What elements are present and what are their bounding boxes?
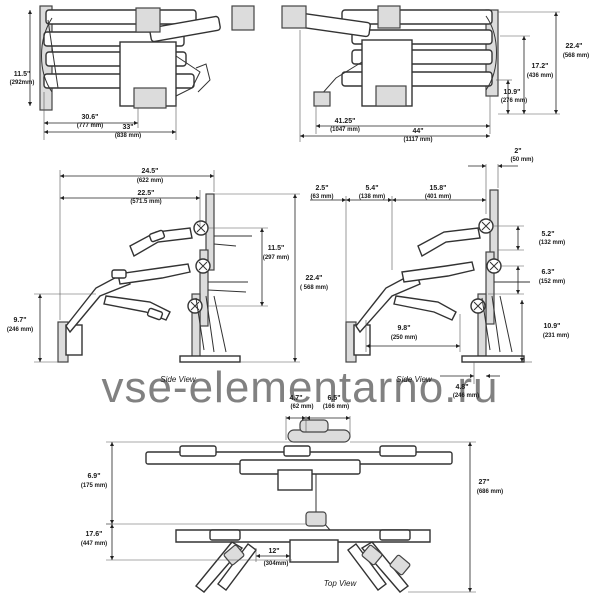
dim-d26: 27" (686 mm) [350, 441, 503, 593]
side-view-left-drawing [57, 193, 252, 363]
dim-d17-in: 15.8" [430, 185, 447, 192]
dim-d23-in: 4.7" [289, 395, 302, 402]
dim-d11: 11.5" (297 mm) [208, 227, 289, 307]
dim-d1: 11.5" (292mm) [10, 10, 35, 106]
dim-d8-in: 44" [412, 128, 423, 135]
dim-d7: 41.25" (1047 mm) [315, 96, 491, 134]
dim-d19-in: 6.3" [541, 269, 554, 276]
top-view-drawing [145, 419, 453, 593]
dim-d25-in: 6.9" [87, 473, 100, 480]
dim-d15-in: 2.5" [315, 185, 328, 192]
dim-d14: 2" (50 mm) [468, 148, 534, 214]
top-left-arm-view [39, 5, 255, 111]
dim-d25: 6.9" (175 mm) [81, 441, 306, 525]
top-right-arm-view [281, 5, 499, 107]
dim-d22-mm: (246 mm) [453, 393, 479, 399]
dim-d13: 9.7" (246 mm) [7, 293, 96, 363]
dim-d17: 15.8" (401 mm) [392, 185, 486, 202]
dim-d10-mm: (571.5 mm) [130, 199, 161, 205]
dim-d15: 2.5" (63 mm) [310, 185, 347, 324]
dim-d15-mm: (63 mm) [310, 194, 333, 200]
caption-top-view: Top View [324, 579, 358, 588]
dim-d13-in: 9.7" [13, 317, 26, 324]
dim-d20-in: 10.9" [544, 323, 561, 330]
dim-d26-in: 27" [478, 479, 489, 486]
dim-d14-mm: (50 mm) [510, 157, 533, 163]
dim-d21: 9.8" (250 mm) [365, 314, 461, 352]
dim-d19-mm: (152 mm) [539, 279, 565, 285]
dim-d27: 17.6" (447 mm) [81, 523, 292, 561]
dim-d27-mm: (447 mm) [81, 541, 107, 547]
dim-d8-mm: (1117 mm) [403, 137, 432, 143]
dim-d3-mm: (838 mm) [115, 133, 141, 139]
dim-d18-in: 5.2" [541, 231, 554, 238]
dim-d12-mm: ( 568 mm) [300, 285, 328, 291]
dim-d28: 12" (304mm) [255, 548, 290, 567]
dim-d5-mm: (436 mm) [527, 73, 553, 79]
dim-d6-in: 10.9" [504, 89, 521, 96]
dim-d28-in: 12" [268, 548, 279, 555]
dim-d21-in: 9.8" [397, 325, 410, 332]
dim-d26-mm: (686 mm) [477, 489, 503, 495]
dim-d11-mm: (297 mm) [263, 255, 289, 261]
dim-d4-mm: (568 mm) [563, 53, 589, 59]
dim-d7-mm: (1047 mm) [330, 127, 360, 133]
dim-d12-in: 22.4" [306, 275, 323, 282]
dim-d7-in: 41.25" [335, 118, 356, 125]
dim-d5: 17.2" (436 mm) [500, 35, 553, 114]
dim-d27-in: 17.6" [86, 531, 103, 538]
dim-d12: 22.4" ( 568 mm) [214, 193, 328, 363]
dim-d5-in: 17.2" [532, 63, 549, 70]
dim-d22: 4.8" (246 mm) [440, 362, 500, 399]
dim-d17-mm: (401 mm) [425, 194, 451, 200]
dim-d18-mm: (132 mm) [539, 240, 565, 246]
dim-d2-mm: (777 mm) [77, 123, 103, 129]
dim-d24-mm: (166 mm) [323, 404, 349, 410]
dim-d9-mm: (622 mm) [137, 178, 163, 184]
dim-d16-mm: (138 mm) [359, 194, 385, 200]
dim-d22-in: 4.8" [455, 384, 468, 391]
dim-d11-in: 11.5" [268, 245, 285, 252]
dim-d25-mm: (175 mm) [81, 483, 107, 489]
watermark: vse-elementarno.ru [101, 363, 498, 412]
dim-d3-in: 33" [122, 124, 133, 131]
dim-d3: 33" (838 mm) [44, 100, 177, 140]
dim-d28-mm: (304mm) [264, 561, 289, 567]
dim-d9: 24.5" (622 mm) [59, 168, 215, 320]
dim-d9-in: 24.5" [142, 168, 159, 175]
dim-d19: 6.3" (152 mm) [488, 265, 565, 295]
dim-d20-mm: (231 mm) [543, 333, 569, 339]
dim-d23-mm: (62 mm) [290, 404, 313, 410]
caption-side-view-left: Side View [160, 375, 197, 384]
side-view-right-drawing [345, 189, 530, 363]
dim-d18: 5.2" (132 mm) [494, 225, 565, 251]
dim-d24-in: 6.5" [327, 395, 340, 402]
dim-d4-in: 22.4" [566, 43, 583, 50]
dim-d13-mm: (246 mm) [7, 327, 33, 333]
dim-d2-in: 30.6" [82, 114, 99, 121]
caption-side-view-right: Side View [396, 375, 433, 384]
dim-d21-mm: (250 mm) [391, 335, 417, 341]
dim-d10-in: 22.5" [138, 190, 155, 197]
dim-d1-in: 11.5" [14, 71, 31, 78]
dim-d16-in: 5.4" [365, 185, 378, 192]
dim-d20: 10.9" (231 mm) [520, 300, 569, 363]
dim-d14-in: 2" [514, 148, 521, 155]
dim-d16: 5.4" (138 mm) [346, 185, 393, 270]
dim-d1-mm: (292mm) [10, 80, 35, 86]
dim-d6-mm: (276 mm) [501, 98, 527, 104]
dim-d8: 44" (1117 mm) [299, 30, 490, 143]
dim-d6: 10.9" (276 mm) [496, 79, 527, 114]
dim-d24: 6.5" (166 mm) [306, 395, 351, 436]
dim-d10: 22.5" (571.5 mm) [60, 190, 201, 226]
